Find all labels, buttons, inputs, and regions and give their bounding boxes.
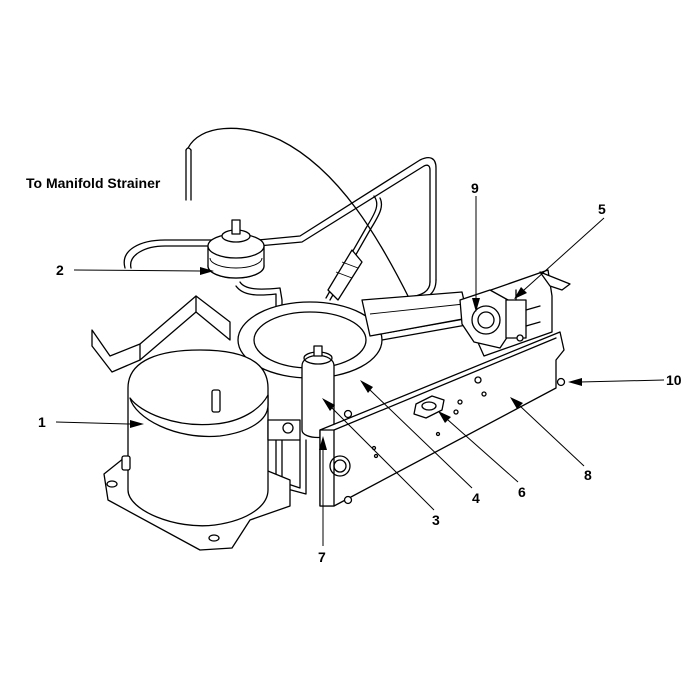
muffler-2 [207, 219, 265, 279]
callout-7: 7 [318, 549, 326, 565]
callout-6: 6 [518, 484, 526, 500]
callout-5: 5 [598, 201, 606, 217]
callout-labels: 1 2 3 4 5 6 7 8 9 10 [38, 180, 682, 565]
callout-9: 9 [471, 180, 479, 196]
receiver-3 [301, 345, 335, 439]
manifold-strainer-caption: To Manifold Strainer [26, 175, 161, 191]
plate-6 [413, 395, 445, 419]
compressor-1 [91, 295, 301, 551]
callout-10: 10 [666, 372, 682, 388]
callout-2: 2 [56, 262, 64, 278]
condenser-coil [237, 291, 469, 379]
callout-leaders [55, 196, 665, 546]
callout-4: 4 [472, 490, 480, 506]
callout-3: 3 [432, 512, 440, 528]
callout-8: 8 [584, 467, 592, 483]
valve-assembly-5-9 [459, 289, 541, 349]
callout-1: 1 [38, 414, 46, 430]
